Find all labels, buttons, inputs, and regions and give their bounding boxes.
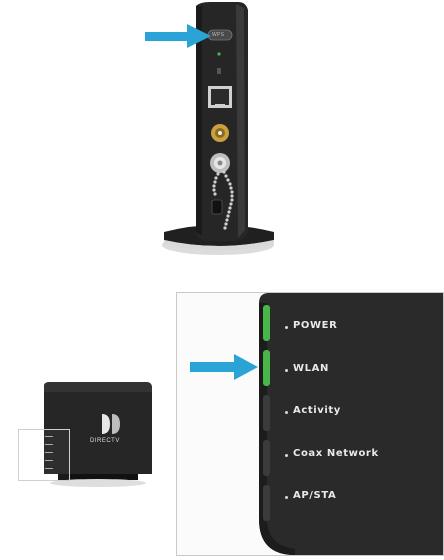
led-label-coax-network: Coax Network [293, 448, 379, 459]
device-side-view [140, 0, 290, 262]
device-front-view [38, 382, 156, 488]
brand-logo-text: DIRECTV [90, 438, 120, 444]
wlan-pointer-arrow-icon [190, 354, 258, 380]
led-zoom-panel: POWER WLAN Activity Coax Network AP/STA [176, 292, 444, 556]
pointer-arrow-icon [145, 24, 211, 48]
led-label-power: POWER [293, 320, 338, 331]
wps-button-label: WPS [212, 32, 225, 38]
led-label-activity: Activity [293, 405, 341, 416]
zoom-highlight-box [18, 429, 70, 481]
led-label-wlan: WLAN [293, 363, 329, 374]
led-label-ap-sta: AP/STA [293, 490, 337, 501]
